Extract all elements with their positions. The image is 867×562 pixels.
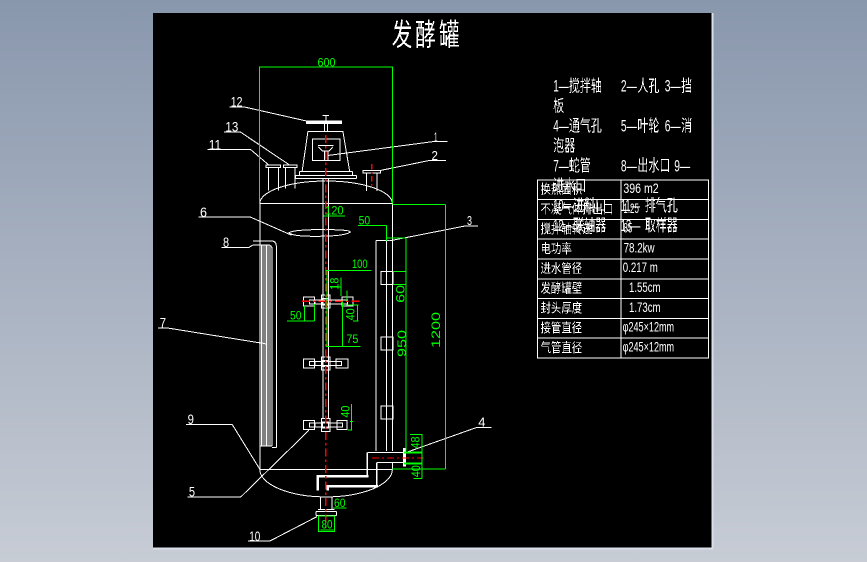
svg-text:0.217 m: 0.217 m xyxy=(623,260,658,275)
svg-text:6: 6 xyxy=(200,204,207,220)
svg-text:12—: 12— xyxy=(553,216,573,235)
svg-text:8—: 8— xyxy=(621,156,637,175)
svg-text:4: 4 xyxy=(478,414,485,429)
svg-text:1.25: 1.25 xyxy=(623,201,639,216)
svg-text:60: 60 xyxy=(393,284,407,302)
svg-text:4—: 4— xyxy=(553,117,569,136)
svg-text:φ245×12mm: φ245×12mm xyxy=(623,339,675,354)
svg-text:1: 1 xyxy=(434,129,438,144)
svg-text:2: 2 xyxy=(432,148,438,163)
svg-text:φ245×12mm: φ245×12mm xyxy=(623,320,675,335)
svg-text:13: 13 xyxy=(225,119,238,135)
svg-text:1.73cm: 1.73cm xyxy=(629,300,661,315)
svg-text:396 m2: 396 m2 xyxy=(623,181,658,196)
svg-text:5—: 5— xyxy=(621,117,637,136)
svg-text:40: 40 xyxy=(409,465,423,477)
svg-text:950: 950 xyxy=(395,330,409,357)
svg-text:48: 48 xyxy=(409,436,423,448)
svg-text:1—: 1— xyxy=(553,77,569,96)
svg-text:40: 40 xyxy=(339,405,353,417)
svg-text:75: 75 xyxy=(346,332,358,346)
svg-text:2—: 2— xyxy=(621,77,637,96)
svg-text:7—: 7— xyxy=(553,156,569,175)
svg-text:12: 12 xyxy=(231,94,243,110)
svg-text:120: 120 xyxy=(325,204,344,218)
svg-text:78.2kw: 78.2kw xyxy=(624,240,655,255)
svg-text:60: 60 xyxy=(334,496,346,510)
svg-text:3: 3 xyxy=(467,213,472,228)
svg-text:9—: 9— xyxy=(674,156,690,175)
svg-text:3—: 3— xyxy=(665,77,681,96)
svg-text:1200: 1200 xyxy=(429,312,443,348)
svg-text:85: 85 xyxy=(623,221,632,236)
svg-text:50: 50 xyxy=(359,213,371,227)
svg-text:11—: 11— xyxy=(621,196,640,215)
svg-text:600: 600 xyxy=(318,55,336,69)
svg-text:80: 80 xyxy=(322,518,333,532)
svg-text:6—: 6— xyxy=(665,117,681,136)
svg-text:5: 5 xyxy=(189,483,195,499)
svg-text:10—: 10— xyxy=(553,196,573,215)
svg-text:8: 8 xyxy=(223,234,229,250)
svg-text:100: 100 xyxy=(352,257,368,271)
svg-text:18: 18 xyxy=(327,277,341,289)
svg-text:9: 9 xyxy=(188,411,194,427)
svg-text:40: 40 xyxy=(344,308,358,320)
svg-text:11: 11 xyxy=(209,136,222,152)
svg-text:7: 7 xyxy=(160,314,166,330)
svg-text:50: 50 xyxy=(290,309,302,323)
svg-text:1.55cm: 1.55cm xyxy=(629,280,661,295)
svg-text:10: 10 xyxy=(249,528,260,544)
svg-text:13—: 13— xyxy=(621,216,641,235)
